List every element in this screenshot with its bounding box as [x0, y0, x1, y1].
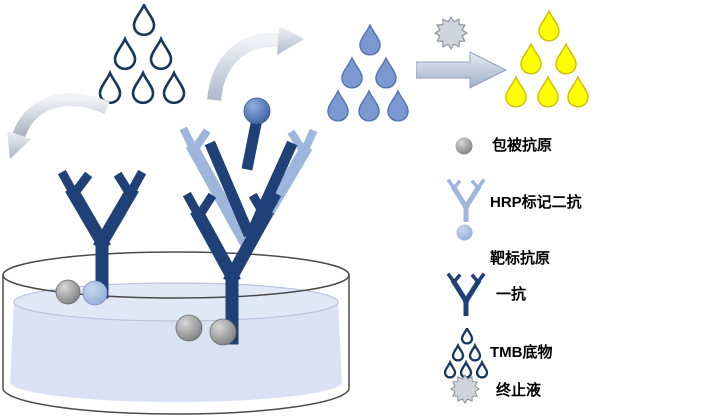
coating-antigen-sphere: [55, 279, 81, 305]
droplet-icon: [132, 4, 156, 37]
droplet-icon: [567, 76, 589, 108]
reaction-arrow-icon: [416, 51, 508, 89]
droplet-icon: [359, 24, 381, 56]
sandwich-complex: [175, 97, 318, 346]
starburst-icon: [450, 374, 480, 404]
target-antigen-sphere: [82, 280, 108, 306]
dark-blue-antibody: [190, 207, 274, 345]
antibody-fork-tips: [57, 169, 147, 201]
wash-curved-arrow-icon: [7, 93, 110, 159]
stop-solution-starburst-icon: [434, 16, 468, 50]
light-blue-sphere-icon: [456, 224, 473, 241]
light-blue-antibody-icon: [446, 178, 486, 222]
transfer-curved-arrow-icon: [207, 26, 304, 101]
well-liquid: [10, 302, 342, 402]
legend-label-target-antigen: 靶标抗原: [490, 250, 551, 267]
droplet-icon: [520, 43, 542, 75]
droplet-icon: [555, 43, 577, 75]
droplet-icon: [375, 57, 397, 89]
well-glass-outline: [2, 251, 350, 415]
dark-blue-antibody-icon: [446, 272, 486, 316]
legend-label-coating-antigen: 包被抗原: [492, 137, 553, 154]
droplet-icon: [538, 10, 560, 42]
antibody-fork-tips: [182, 191, 282, 223]
droplet-icon: [505, 76, 527, 108]
legend-label-hrp-secondary-antibody: HRP标记二抗: [490, 194, 582, 211]
droplet-icon: [341, 57, 363, 89]
legend-label-tmb-substrate: TMB底物: [490, 344, 553, 361]
droplet-icon: [113, 37, 137, 71]
coating-antigen-sphere: [175, 314, 203, 342]
droplet-icon: [149, 37, 173, 71]
gray-sphere-icon: [455, 137, 473, 155]
substrate-droplets-blue: [327, 24, 409, 122]
droplet-icon: [358, 90, 380, 122]
target-antigen-sphere: [243, 97, 271, 125]
outlined-droplets-icon: [444, 328, 489, 379]
primary-antibody-left: [55, 169, 147, 306]
coating-antigen-sphere: [209, 318, 237, 346]
legend-label-primary-antibody: 一抗: [496, 286, 527, 303]
droplet-icon: [387, 90, 409, 122]
product-droplets-yellow: [505, 10, 589, 108]
legend-label-stop-solution: 终止液: [496, 382, 542, 399]
droplet-icon: [537, 76, 559, 108]
droplet-icon: [131, 71, 155, 105]
dark-blue-antibody: [65, 185, 139, 299]
